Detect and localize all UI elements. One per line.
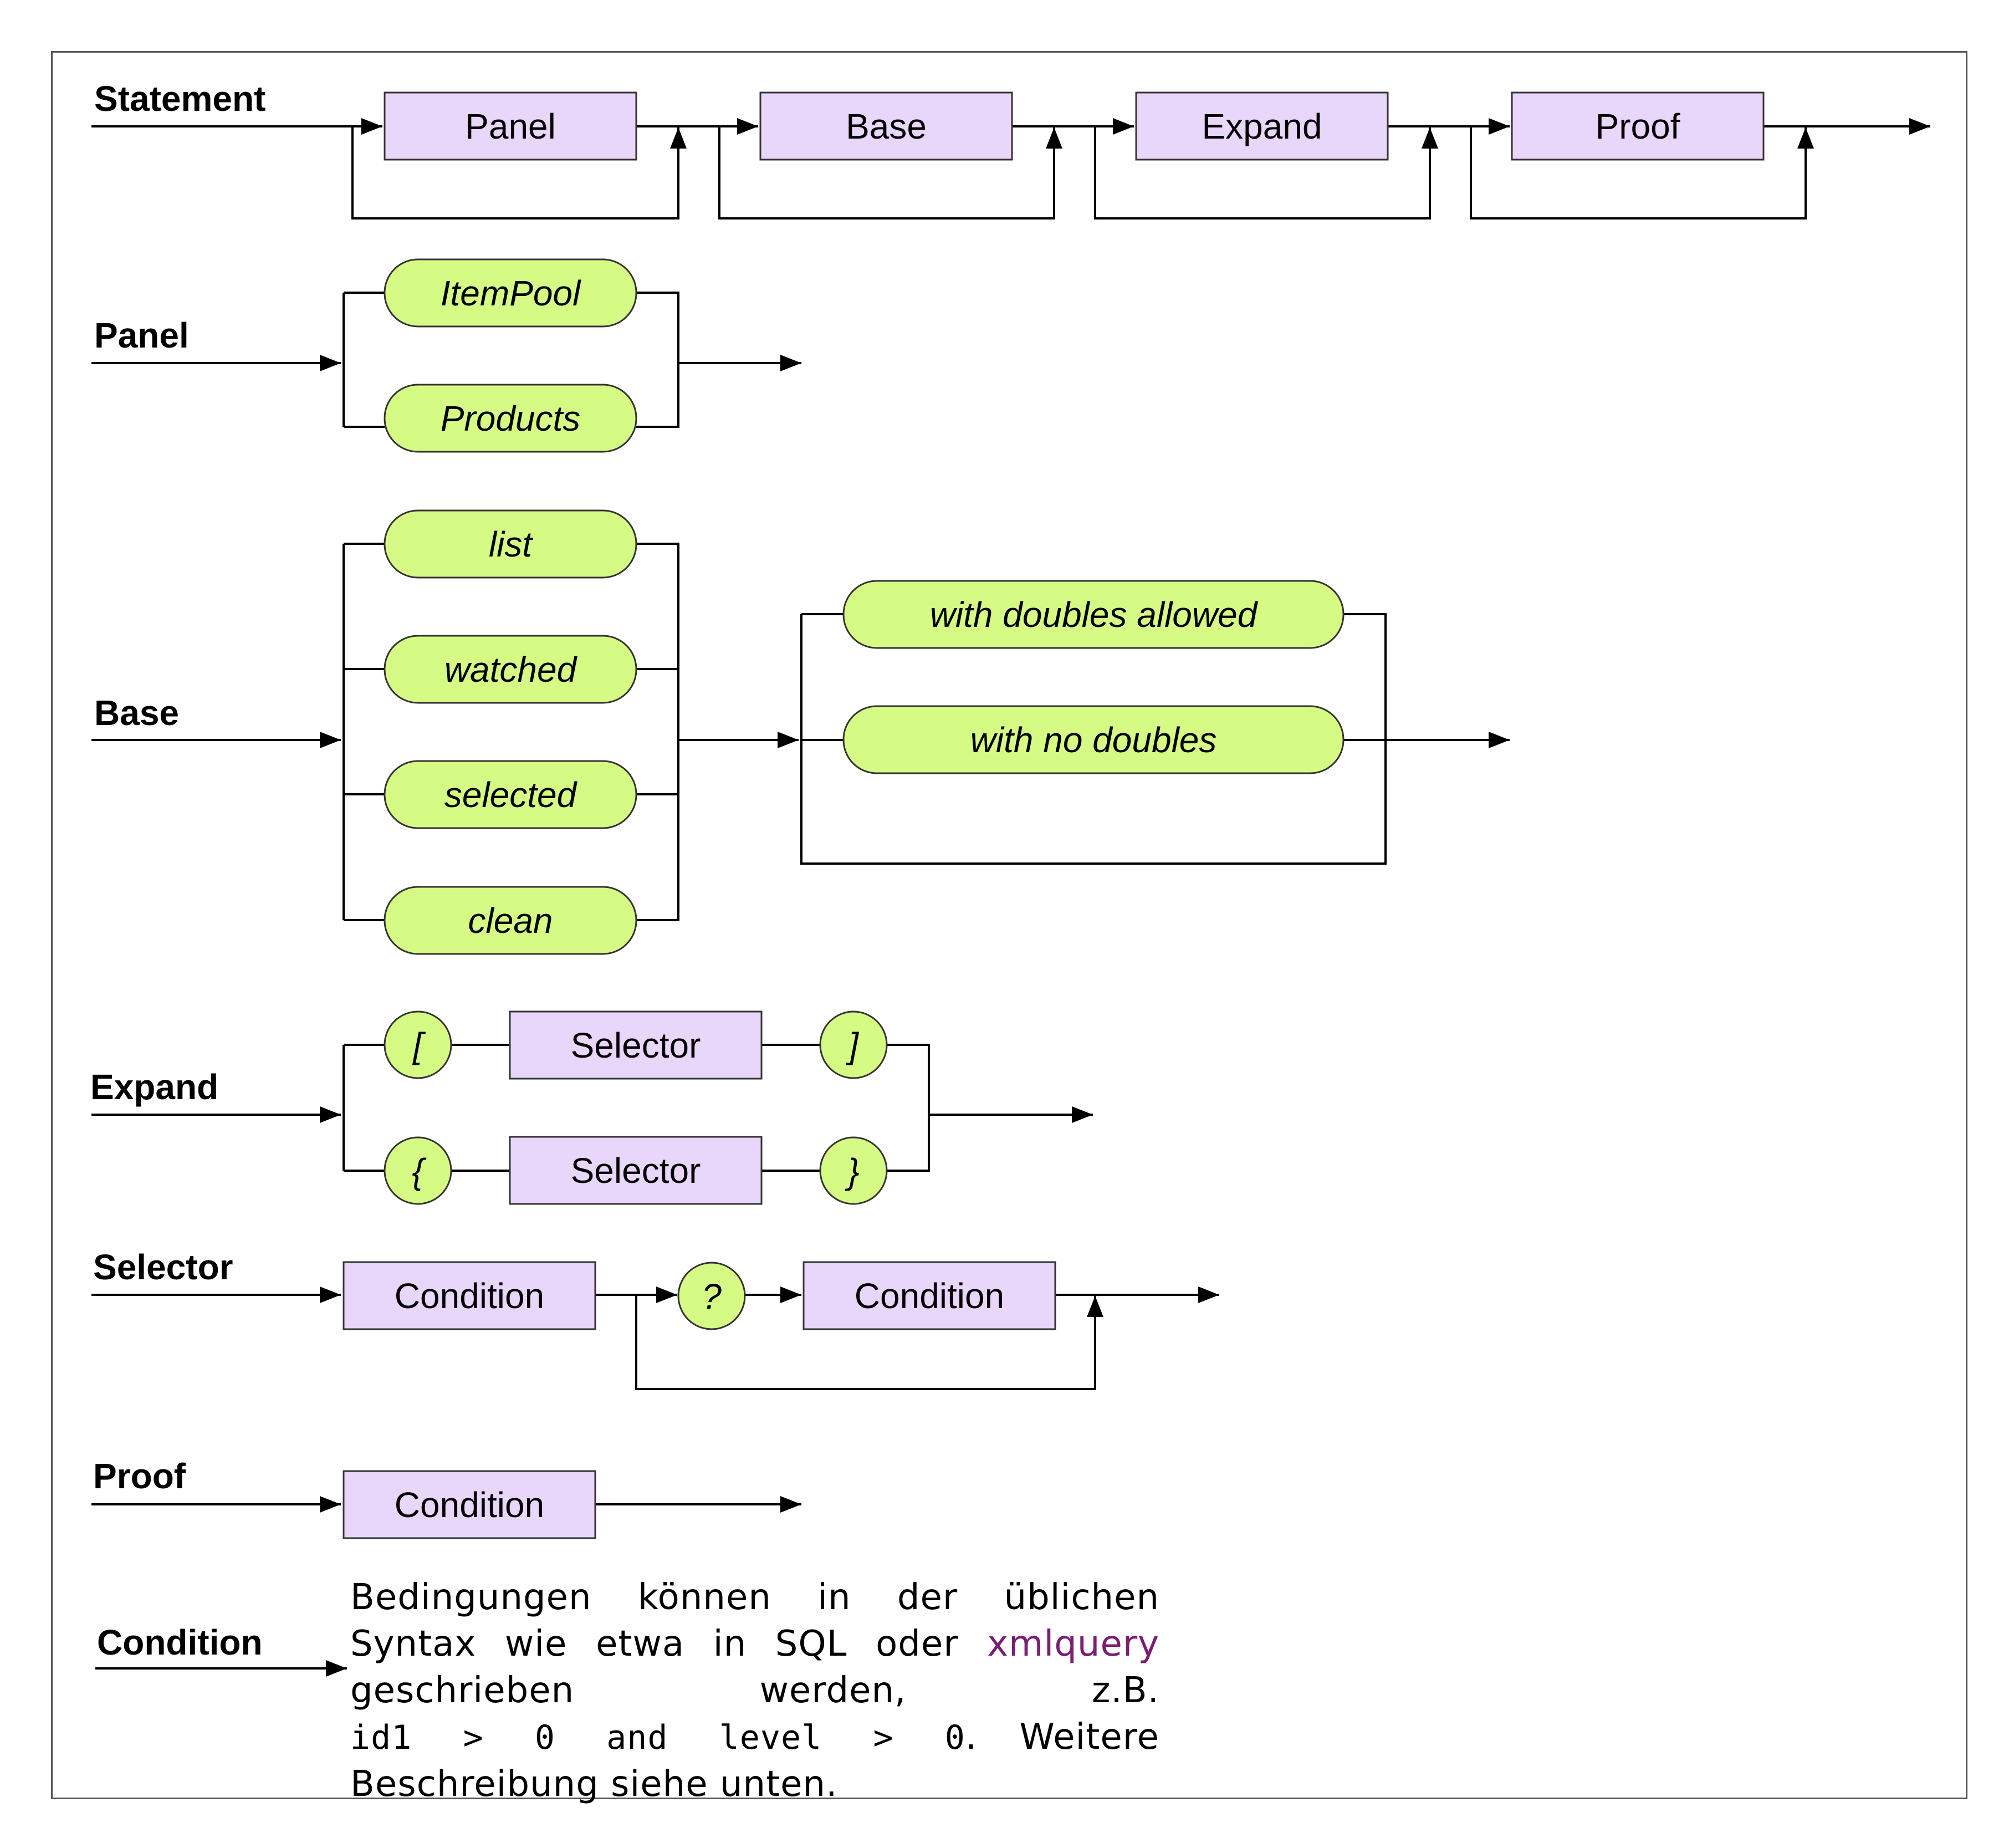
base-clean-label: clean xyxy=(468,901,553,941)
base-no-doubles-terminal: with no doubles xyxy=(842,705,1345,774)
proof-condition-label: Condition xyxy=(395,1485,544,1525)
expand-brace-close-terminal: } xyxy=(819,1136,888,1205)
rule-name-panel: Panel xyxy=(94,315,189,355)
base-doubles-allowed-terminal: with doubles allowed xyxy=(842,580,1345,649)
expand-lines xyxy=(91,1044,1093,1172)
panel-products-label: Products xyxy=(441,399,581,438)
panel-itempool-terminal: ItemPool xyxy=(384,258,637,328)
base-watched-terminal: watched xyxy=(384,635,637,704)
condition-example-code: id1 > 0 and level > 0 xyxy=(350,1718,965,1757)
base-lines xyxy=(91,543,1510,921)
rule-name-proof: Proof xyxy=(93,1456,186,1496)
expand-selector-label-2: Selector xyxy=(571,1151,701,1191)
condition-desc-part3: . Weitere Beschreibung siehe unten. xyxy=(350,1717,1159,1805)
expand-brace-close-label: } xyxy=(845,1151,859,1191)
rule-name-base: Base xyxy=(94,693,179,733)
selector-question-label: ? xyxy=(702,1277,722,1316)
selector-condition-box-1: Condition xyxy=(343,1261,596,1330)
expand-selector-box-1: Selector xyxy=(509,1010,763,1080)
statement-proof-label: Proof xyxy=(1596,106,1680,146)
statement-lines xyxy=(91,118,1930,219)
panel-products-terminal: Products xyxy=(384,384,637,453)
statement-panel-box: Panel xyxy=(384,91,637,161)
selector-condition-label-2: Condition xyxy=(855,1276,1004,1316)
proof-condition-box: Condition xyxy=(343,1470,596,1539)
statement-panel-label: Panel xyxy=(465,106,556,146)
expand-brace-open-terminal: { xyxy=(384,1136,452,1205)
selector-condition-label-1: Condition xyxy=(395,1276,544,1316)
expand-selector-label-1: Selector xyxy=(571,1025,701,1065)
base-list-terminal: list xyxy=(384,509,637,579)
statement-base-box: Base xyxy=(759,91,1013,161)
rule-name-selector: Selector xyxy=(93,1247,233,1287)
base-clean-terminal: clean xyxy=(384,886,637,955)
expand-selector-box-2: Selector xyxy=(509,1136,763,1205)
condition-desc-part2: geschrieben werden, z.B. xyxy=(350,1670,1159,1711)
condition-description: Bedingungen können in der üblichen Synta… xyxy=(350,1574,1159,1808)
expand-bracket-open-terminal: [ xyxy=(384,1010,452,1079)
selector-question-terminal: ? xyxy=(677,1262,746,1330)
selector-condition-box-2: Condition xyxy=(802,1261,1056,1330)
rule-name-condition: Condition xyxy=(97,1622,263,1662)
base-selected-label: selected xyxy=(444,775,578,815)
expand-bracket-close-terminal: ] xyxy=(819,1010,888,1079)
statement-base-label: Base xyxy=(846,106,927,146)
base-selected-terminal: selected xyxy=(384,760,637,829)
statement-expand-box: Expand xyxy=(1135,91,1389,161)
statement-expand-label: Expand xyxy=(1202,106,1322,146)
statement-proof-box: Proof xyxy=(1511,91,1765,161)
base-no-doubles-label: with no doubles xyxy=(970,720,1217,760)
base-watched-label: watched xyxy=(444,650,578,690)
xmlquery-link[interactable]: xmlquery xyxy=(987,1624,1159,1665)
diagram-frame xyxy=(51,51,1967,1799)
condition-desc-part1: Bedingungen können in der üblichen Synta… xyxy=(350,1577,1159,1665)
panel-lines xyxy=(91,292,801,428)
panel-itempool-label: ItemPool xyxy=(441,273,581,313)
base-list-label: list xyxy=(489,524,533,564)
selector-lines xyxy=(91,1287,1219,1390)
rule-name-statement: Statement xyxy=(94,79,265,119)
base-doubles-allowed-label: with doubles allowed xyxy=(930,595,1259,635)
rule-name-expand: Expand xyxy=(90,1067,218,1107)
